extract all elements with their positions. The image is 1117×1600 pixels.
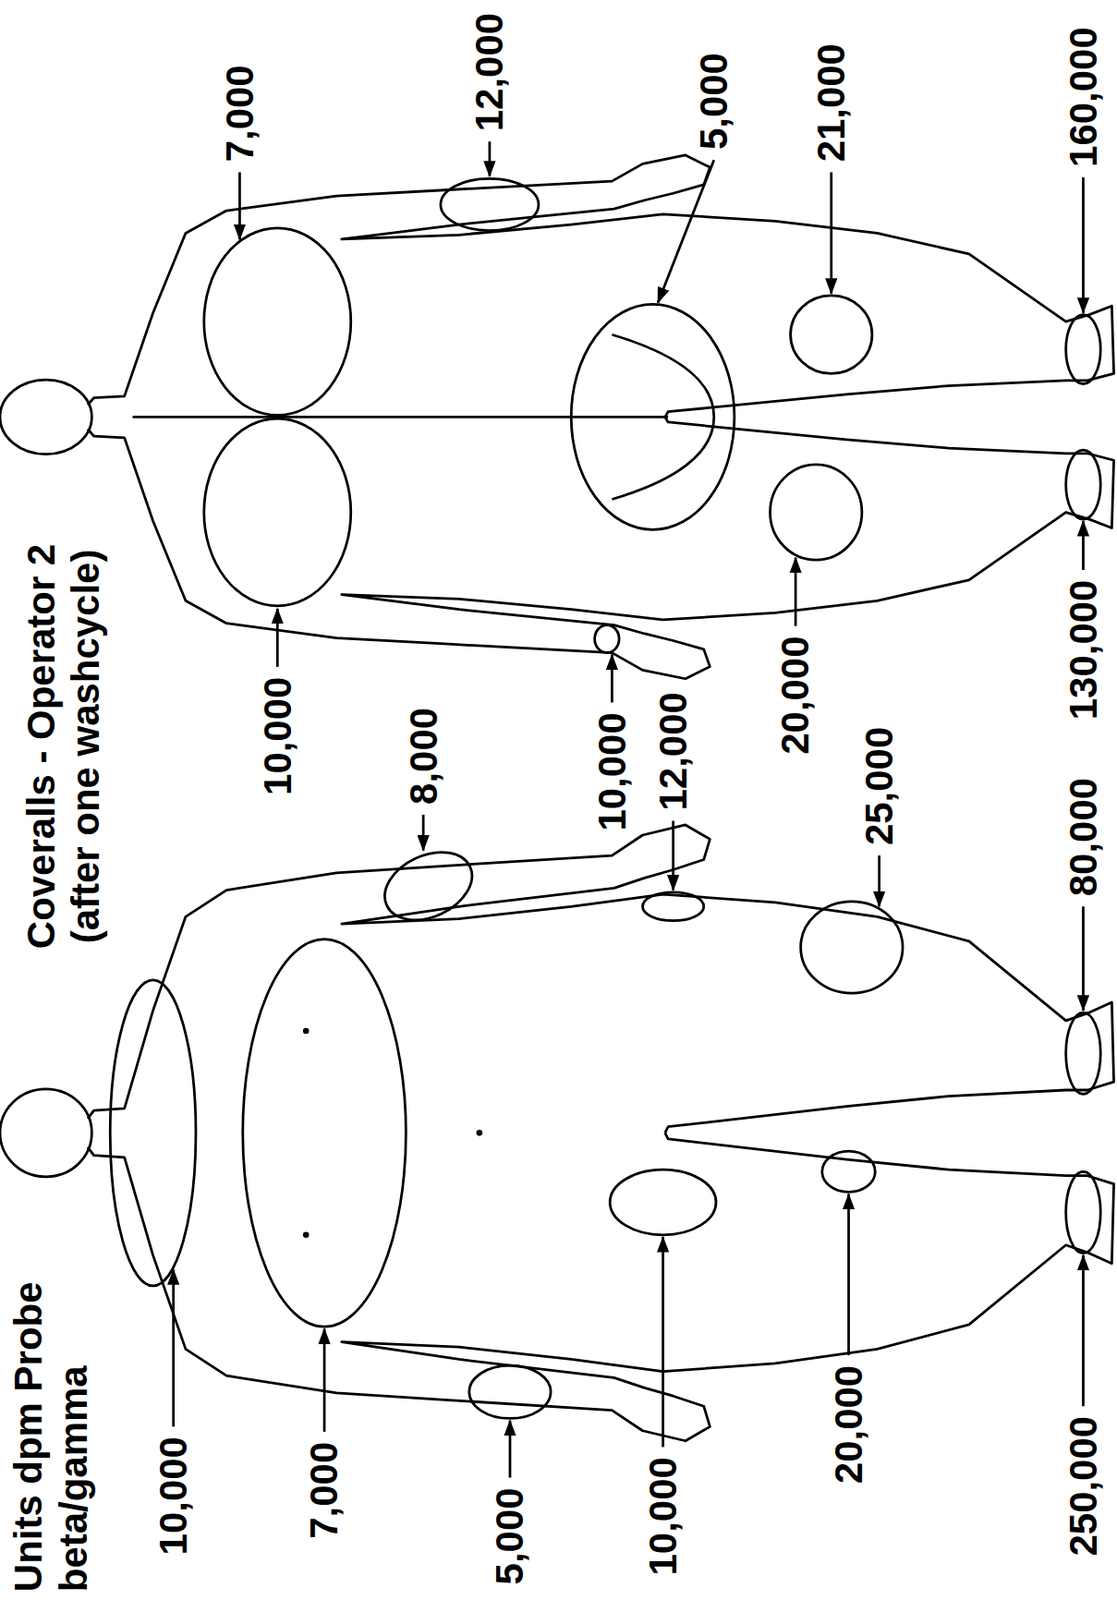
body-outline (87, 1132, 1115, 1441)
leader-arrow (671, 821, 675, 891)
button-dot (303, 1231, 310, 1239)
leader-arrow (1081, 906, 1085, 1011)
measurement-ellipse (594, 625, 620, 654)
measurement-ellipse (790, 295, 873, 374)
reading-value: 12,000 (650, 690, 696, 814)
button-dot (303, 1028, 310, 1035)
reading-value: 5,000 (692, 50, 738, 152)
reading-value: 250,000 (1060, 1414, 1106, 1559)
measurement-ellipse (204, 418, 352, 607)
measurement-ellipse (801, 901, 903, 994)
leader-arrow (323, 1328, 327, 1433)
reading-value: 10,000 (254, 674, 301, 798)
leader-arrow (877, 855, 881, 907)
head-outline (0, 379, 92, 455)
leader-arrow (1081, 177, 1085, 314)
spine-seam (133, 415, 669, 419)
reading-value: 25,000 (856, 725, 902, 849)
measurement-ellipse (822, 1151, 875, 1192)
leader-arrow (1081, 521, 1085, 571)
front-figure (0, 825, 1115, 1442)
measurement-ellipse (469, 1365, 551, 1419)
measurement-areas (109, 838, 1101, 1419)
reading-value: 5,000 (487, 1485, 534, 1587)
leader-arrow (847, 1194, 850, 1356)
measurement-ellipse (242, 939, 407, 1328)
measurement-ellipse (1066, 1012, 1102, 1094)
head-outline (0, 1089, 92, 1178)
reading-value: 21,000 (808, 41, 854, 165)
leader-arrow (829, 171, 833, 293)
reading-value: 20,000 (825, 1363, 872, 1487)
leader-arrow (422, 814, 425, 851)
reading-value: 7,000 (217, 62, 263, 164)
measurement-ellipse (1066, 449, 1102, 520)
reading-value: 80,000 (1060, 776, 1106, 899)
measurement-ellipse (1066, 1171, 1102, 1253)
seat-crease (611, 334, 714, 499)
reading-value: 8,000 (400, 705, 447, 807)
measurement-ellipse (440, 178, 539, 231)
reading-value: 10,000 (150, 1434, 196, 1558)
leader-arrow (610, 655, 614, 704)
reading-value: 130,000 (1060, 577, 1106, 722)
measurement-ellipse (1066, 315, 1102, 385)
leader-arrow (488, 141, 492, 177)
leader-arrow (1081, 1255, 1085, 1407)
reading-value: 10,000 (589, 710, 635, 834)
reading-value: 12,000 (467, 11, 513, 134)
body-outline (87, 416, 1115, 679)
measurement-ellipse (643, 892, 705, 922)
measurement-ellipse (204, 228, 352, 416)
leader-arrow (276, 608, 280, 668)
measurement-ellipse (570, 303, 735, 530)
leader-arrow (509, 1420, 512, 1479)
measurement-ellipse (609, 1169, 717, 1236)
reading-value: 160,000 (1060, 24, 1106, 170)
measurement-ellipse (374, 838, 484, 934)
measurement-ellipse (109, 980, 196, 1287)
back-figure (0, 155, 1115, 680)
reading-value: 10,000 (640, 1455, 686, 1579)
reading-value: 7,000 (302, 1440, 348, 1542)
leader-arrow (171, 1269, 175, 1427)
leader-arrow (794, 558, 798, 627)
reading-value: 20,000 (773, 633, 819, 757)
units-note: Units dpm Probe beta/gamma (6, 1201, 97, 1594)
body-outline (87, 825, 1115, 1133)
leader-arrow (657, 159, 715, 304)
leader-arrows (173, 141, 1084, 1478)
body-outline (87, 155, 1115, 417)
figure-heading: Coveralls - Operator 2 (after one washcy… (18, 509, 109, 984)
measurement-ellipse (770, 464, 863, 560)
body-dots (303, 1028, 483, 1239)
leader-arrow (661, 1237, 665, 1447)
leader-arrow (238, 171, 242, 240)
navel-dot (476, 1129, 484, 1137)
